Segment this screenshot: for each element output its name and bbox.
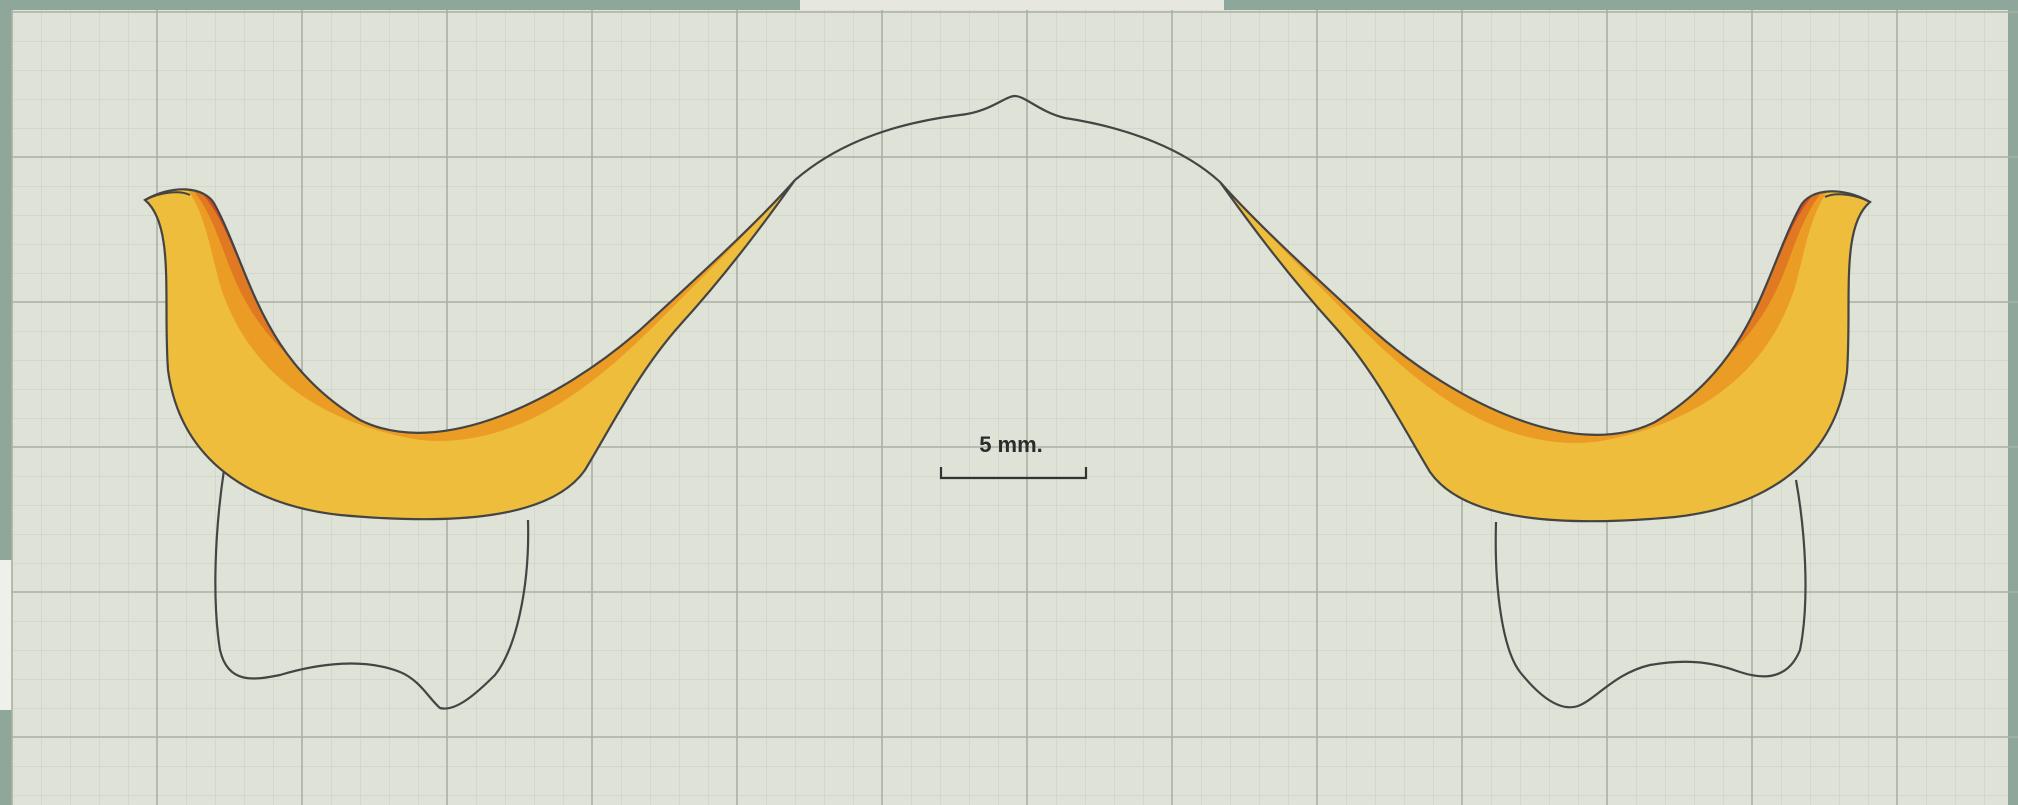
paper-edge-left xyxy=(0,560,12,710)
scale-bar: 5 mm. xyxy=(939,432,1088,480)
right-horn-tip xyxy=(1824,193,1871,203)
scale-bar-line xyxy=(939,467,1088,480)
right-lobe-outline xyxy=(1494,479,1807,709)
left-lobe-outline xyxy=(214,469,530,710)
scale-bar-label: 5 mm. xyxy=(979,432,1043,457)
paper-tab xyxy=(800,0,1224,10)
central-arch-outline xyxy=(794,94,1221,183)
major-grid-lines xyxy=(11,10,2018,805)
left-horn-tip xyxy=(144,191,191,201)
